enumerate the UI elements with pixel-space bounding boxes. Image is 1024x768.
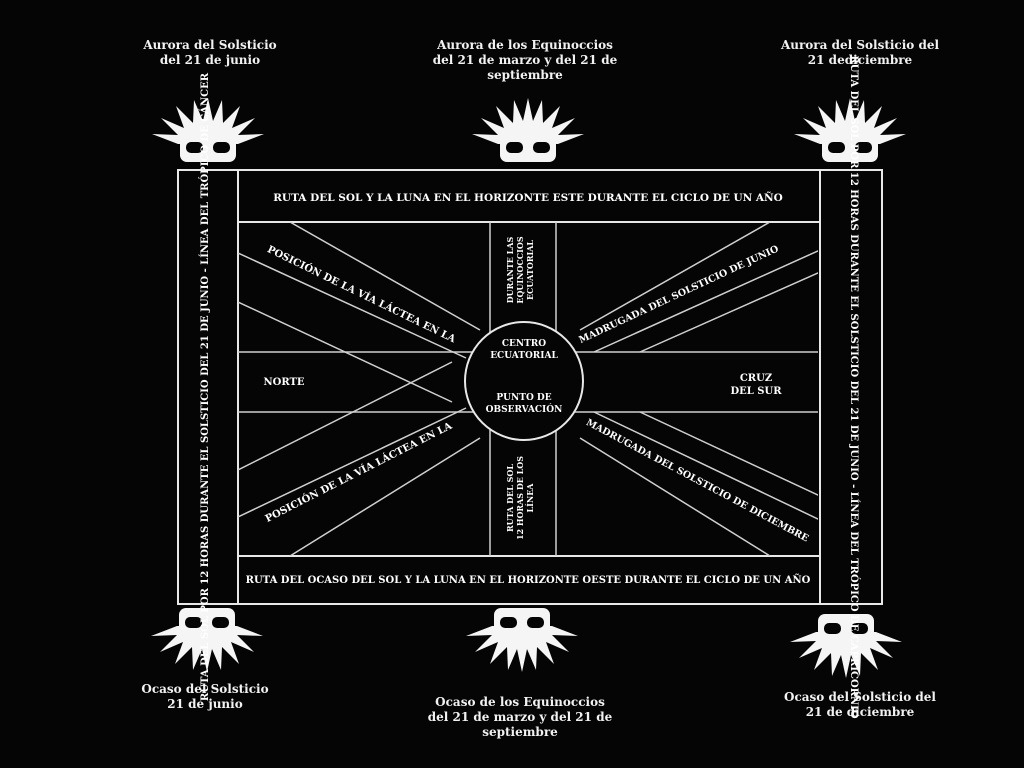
label-line: CRUZ [740,373,772,384]
label-line: 12 HORAS DE LOS [515,456,525,540]
label-line: OBSERVACIÓN [486,403,563,415]
label-tropic-of-cancer: RUTA DEL SOL POR 12 HORAS DURANTE EL SOL… [199,72,211,701]
label-line: ECUATORIAL [525,240,535,300]
label-equinox-vertical: DURANTE LASEQUINOCCIOSECUATORIAL [505,236,535,304]
label-line: DURANTE LAS [505,237,515,304]
sun-face-icon-bottom-center [466,608,578,672]
label-line: LÍNEA [525,483,535,513]
label-east-horizon-route: RUTA DEL SOL Y LA LUNA EN EL HORIZONTE E… [273,190,783,204]
label-line: EQUINOCCIOS [515,236,525,304]
observation-circle [464,321,584,441]
label-line: ECUATORIAL [490,351,558,361]
sun-face-icon-top-center [472,98,584,162]
label-west-horizon-route: RUTA DEL OCASO DEL SOL Y LA LUNA EN EL H… [246,574,811,586]
label-line: DEL SUR [730,386,782,397]
frame [177,169,883,605]
label-equatorial-center: CENTRO ECUATORIAL [490,339,558,361]
label-december-solstice-dawn: MADRUGADA DEL SOLSTICIO DE DICIEMBRE [584,417,810,544]
label-milky-way-upper: POSICIÓN DE LA VÍA LÁCTEA EN LA [265,243,457,345]
label-line: RUTA DEL SOL [505,464,515,532]
label-tropic-of-capricorn: RUTA DEL SOL POR 12 HORAS DURANTE EL SOL… [848,55,860,718]
label-southern-cross: CRUZ DEL SUR [730,373,782,397]
label-north: NORTE [263,377,304,388]
label-line: CENTRO [502,339,546,349]
label-june-solstice-dawn: MADRUGADA DEL SOLSTICIO DE JUNIO [577,243,780,345]
label-sun-route-vertical: RUTA DEL SOL12 HORAS DE LOSLÍNEA [505,456,535,540]
sun-face-icon-bottom-right [790,614,902,678]
label-line: PUNTO DE [496,393,551,403]
